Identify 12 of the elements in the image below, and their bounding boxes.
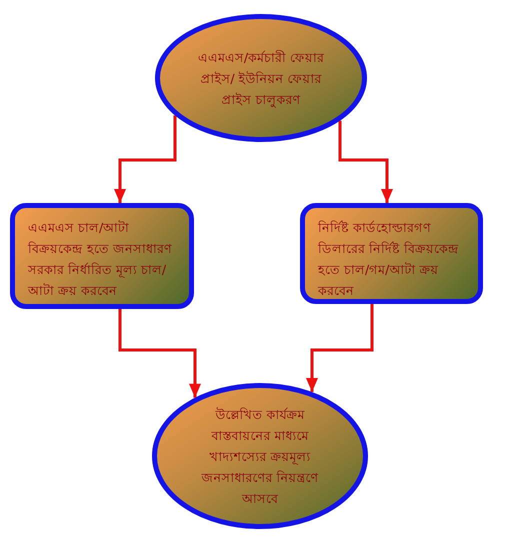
rounded-box [10,203,194,309]
arrow [114,115,176,203]
rounded-box [300,203,483,304]
node-text: এএমএস/কর্মচারী ফেয়ার প্রাইস/ ইউনিয়ন ফেয়ার প্রাইস চালুকরণ [197,48,325,110]
ellipse-node [155,14,367,142]
arrow [338,120,393,203]
node-text: উল্লেখিত কার্যক্রম বাস্তবায়নের মাধ্যমে খাদ্যশস্যের ক্রয়মূল্য জনসাধারণের নিয়ন্ত্রণে আসবে [200,406,320,508]
node-text: নির্দিষ্ট কার্ডহোল্ডারগণ ডিলারের নির্দিষ্ট বিক্রয়কেন্দ্র হতে চাল/গম/আটা ক্রয় করবেন [318,219,460,300]
ellipse-node [152,383,368,529]
node-text: এএমএস চাল/আটা বিক্রয়কেন্দ্র হতে জনসাধারণ সরকার নির্ধারিত মূল্য চাল/আটা ক্রয় করবেন [28,219,173,300]
arrow [306,304,374,392]
arrow [118,309,201,398]
